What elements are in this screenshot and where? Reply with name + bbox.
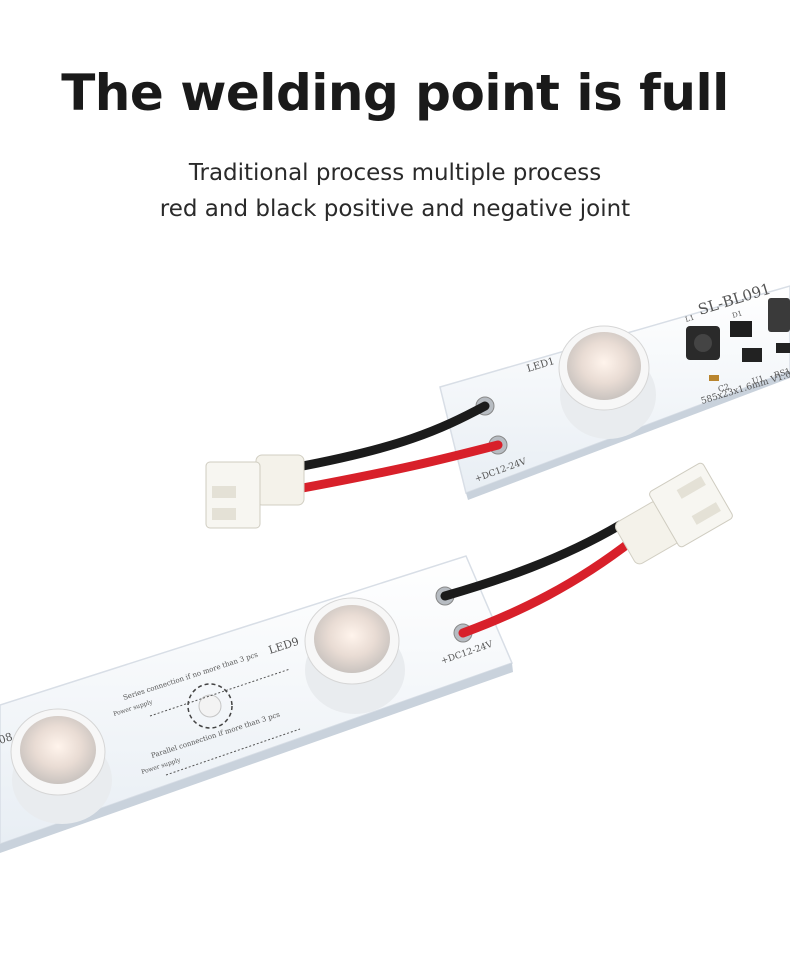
mounting-hole xyxy=(187,683,233,729)
connector-top xyxy=(205,454,305,529)
diode-component xyxy=(730,321,752,337)
headline: The welding point is full xyxy=(61,64,729,122)
black-wire-top xyxy=(287,401,490,473)
bottom-led-board: LED9 08 +DC12-24V Series connection if n… xyxy=(0,555,514,853)
subheading-line-1: Traditional process multiple process xyxy=(188,160,602,186)
led8-label: 08 xyxy=(0,730,14,747)
red-wire-bottom xyxy=(458,535,638,638)
top-led-board: SL-BL091 LED1 +DC12-24V 585x23x1.6mm V1.… xyxy=(439,280,790,500)
part-u1-label: U1 xyxy=(751,374,765,386)
part-d1-label: D1 xyxy=(731,309,743,320)
red-wire-top xyxy=(287,440,503,495)
part-l1-label: L1 xyxy=(684,314,695,324)
capacitor-component xyxy=(768,298,790,332)
black-wire-bottom xyxy=(440,520,625,601)
part-c2-label: C2 xyxy=(717,382,730,394)
subheading-line-2: red and black positive and negative join… xyxy=(159,196,631,222)
connector-bottom xyxy=(614,462,733,565)
part-rs1-label: RS1 xyxy=(773,366,790,379)
